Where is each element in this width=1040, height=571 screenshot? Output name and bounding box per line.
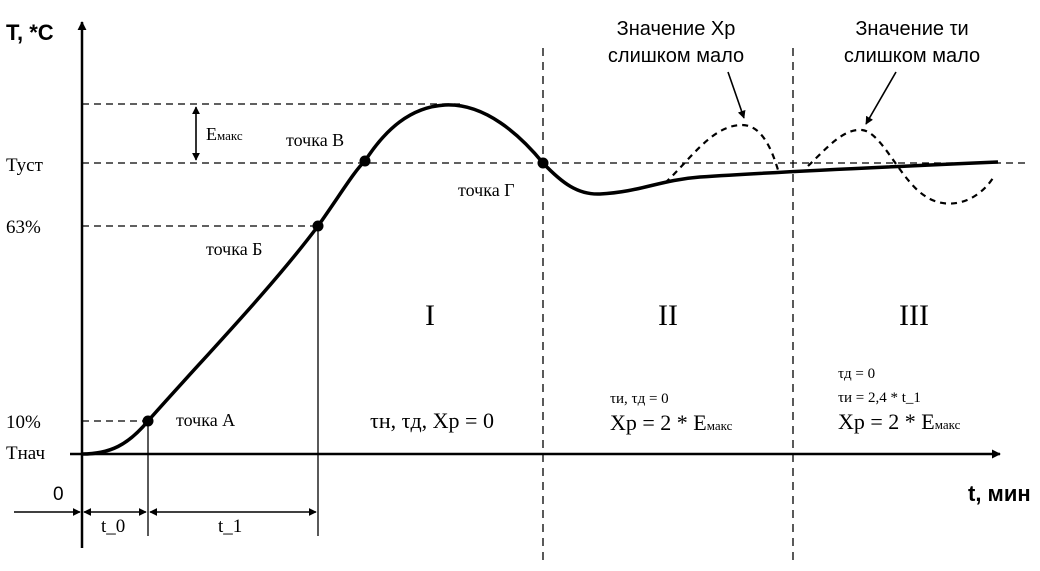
x-axis-label: t, мин	[968, 481, 1031, 506]
t0-label: t_0	[101, 516, 125, 537]
y-axis-label: T, *C	[6, 20, 54, 45]
annotation-xp-line2: слишком мало	[608, 45, 744, 67]
t1-label: t_1	[218, 516, 242, 537]
point-a-marker	[142, 415, 154, 427]
overshoot-label: Eмакс	[206, 124, 243, 144]
annotation-xp-line1: Значение Xр	[617, 18, 736, 40]
level-label-t-set: Туст	[6, 155, 44, 176]
point-v-marker	[359, 155, 371, 167]
point-b-label: точка Б	[206, 239, 263, 259]
zone-3-param-line2: τи = 2,4 * t_1	[838, 390, 921, 406]
zone-3-param-line3: Xр = 2 * Eмакс	[838, 409, 961, 434]
zone-1-label: I	[425, 299, 435, 332]
zone-2-param-line2: Xр = 2 * Eмакс	[610, 410, 733, 435]
point-b-marker	[312, 220, 324, 232]
point-a-label: точка А	[176, 410, 235, 430]
zone-3-param-line1: τд = 0	[838, 366, 875, 382]
zone-1-params: τн, τд, Xр = 0	[370, 408, 494, 433]
annotation-xp-arrow	[727, 71, 746, 119]
zone-2-label: II	[658, 299, 678, 332]
oscillation-curve-ti	[807, 128, 994, 205]
level-label-t-start: Тнач	[6, 443, 45, 464]
annotation-ti-line1: Значение τи	[855, 18, 968, 40]
point-g-label: точка Г	[458, 180, 515, 200]
point-v-label: точка В	[286, 130, 344, 150]
zone-3-label: III	[899, 299, 929, 332]
level-label-63: 63%	[6, 217, 41, 238]
zone-2-param-line1: τи, τд = 0	[610, 391, 669, 407]
response-curve	[81, 103, 999, 456]
annotation-ti-line2: слишком мало	[844, 45, 980, 67]
point-g-marker	[537, 157, 549, 169]
time-zero-label: 0	[53, 484, 64, 505]
annotation-ti-arrow	[865, 71, 897, 125]
level-label-10: 10%	[6, 412, 41, 433]
